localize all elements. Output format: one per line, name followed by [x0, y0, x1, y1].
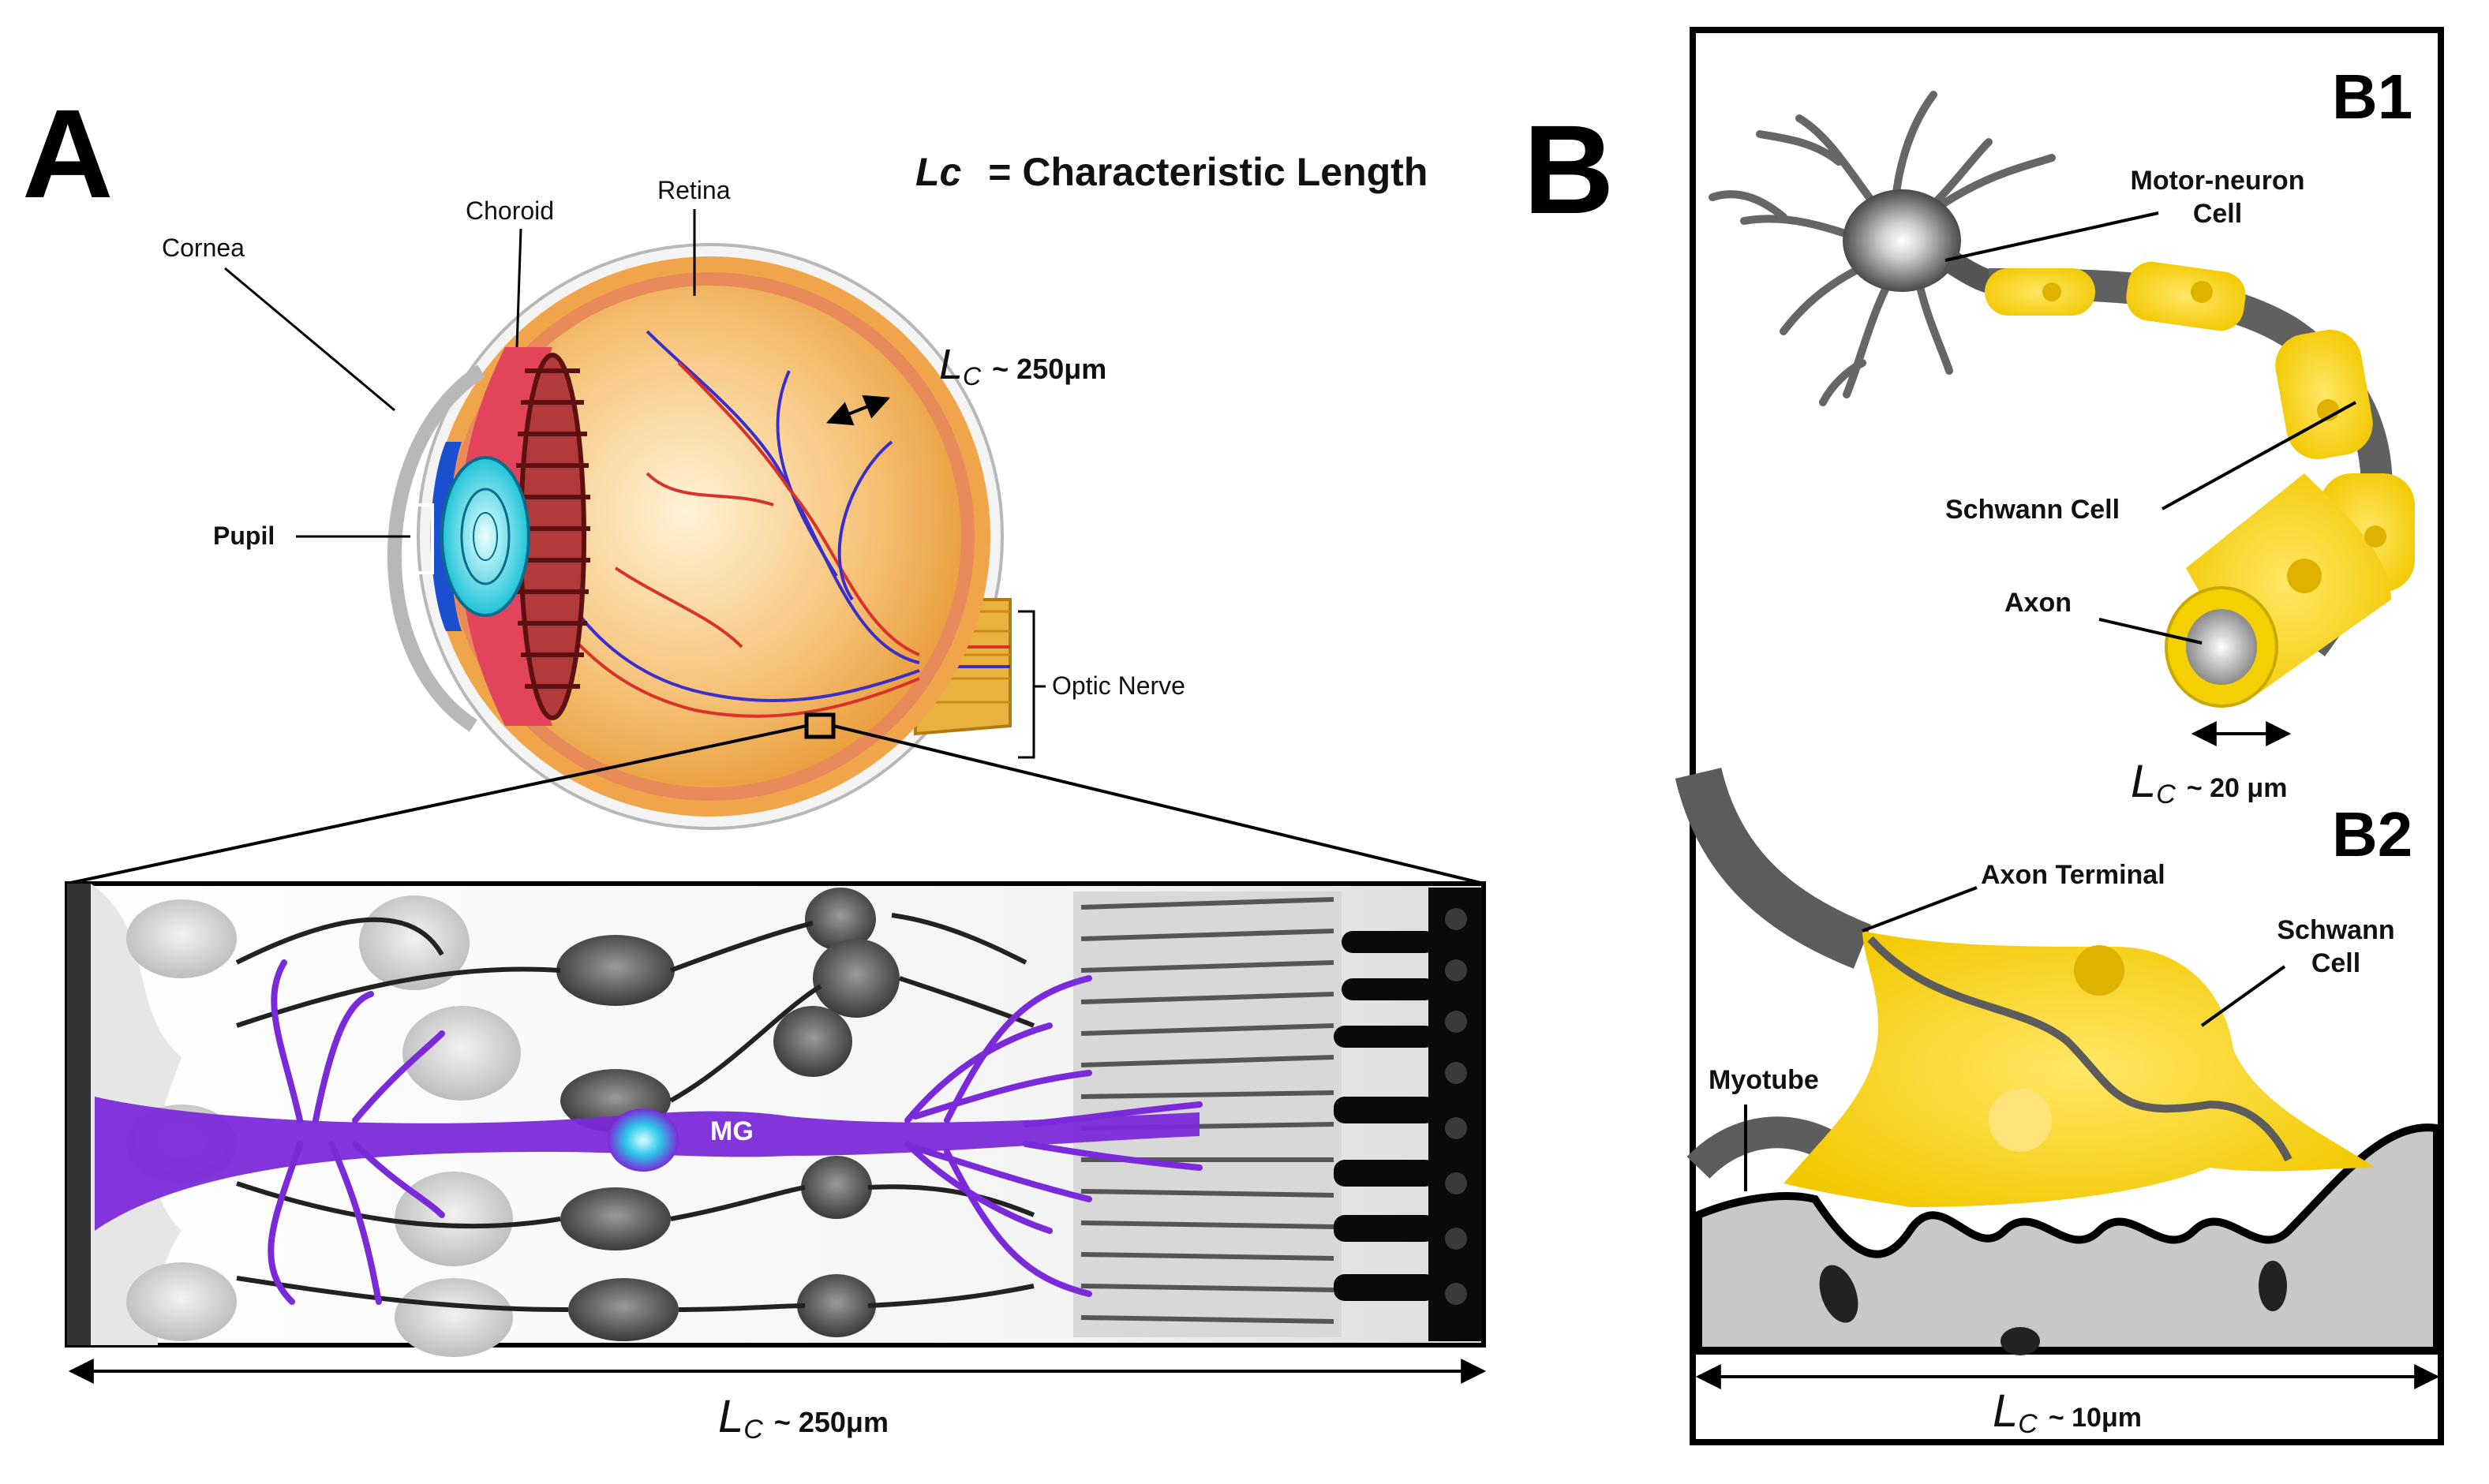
b2-letter: B2: [2332, 799, 2412, 869]
panel-a: A Lc = Characteristic Length: [22, 83, 1487, 1445]
label-schwann-b2-line2: Cell: [2311, 948, 2360, 978]
mitochondria: [1819, 1261, 2287, 1355]
ciliary-folds: [515, 353, 590, 720]
retina-lc: LC~ 250μm: [718, 1391, 889, 1445]
schwann-cell-b2: [1783, 931, 2375, 1207]
rpe-layer: [1334, 888, 1482, 1341]
zoom-line-right: [833, 724, 1484, 885]
panel-a-letter: A: [22, 83, 114, 224]
muller-glia: MG: [95, 959, 1203, 1305]
eye-labels: Cornea Choroid Retina Pupil Optic Nerve …: [162, 176, 1185, 759]
axon-terminal-shape: [1675, 767, 1872, 969]
eye-lc: LC~ 250μm: [939, 341, 1106, 391]
motor-neuron: [1709, 91, 2056, 406]
label-optic-nerve: Optic Nerve: [1052, 671, 1185, 700]
label-motor-neuron-line1: Motor-neuron: [2131, 166, 2305, 196]
panel-b1: B1: [1709, 62, 2415, 809]
label-choroid: Choroid: [466, 196, 554, 225]
label-retina: Retina: [657, 176, 731, 204]
b1-letter: B1: [2332, 62, 2412, 132]
label-motor-neuron-line2: Cell: [2193, 199, 2242, 229]
panel-b2: B2 Axon Terminal Schwann Cell Myotube: [1675, 767, 2441, 1439]
myotube-shape: [1694, 1123, 2441, 1355]
cornea-shape: [387, 364, 485, 732]
label-axon-terminal: Axon Terminal: [1981, 860, 2165, 890]
label-myotube: Myotube: [1709, 1065, 1819, 1095]
retina-cross-section: MG: [65, 881, 1486, 1357]
lc-legend-text: = Characteristic Length: [988, 150, 1428, 194]
label-mg: MG: [710, 1116, 754, 1146]
b2-lc: LC~ 10μm: [1993, 1385, 2142, 1439]
label-cornea: Cornea: [162, 234, 245, 262]
mg-nucleus: [608, 1108, 679, 1172]
lens-shape: [440, 456, 530, 617]
label-pupil: Pupil: [213, 521, 275, 550]
panel-b-letter: B: [1523, 99, 1615, 240]
lc-legend-symbol: Lc: [915, 150, 962, 194]
lc-legend: Lc = Characteristic Length: [915, 150, 1428, 194]
b1-lc: LC~ 20 μm: [2131, 756, 2287, 809]
zoom-line-left: [66, 724, 807, 885]
panel-b: B B1: [1523, 27, 2444, 1445]
label-schwann-b2-line1: Schwann: [2277, 915, 2394, 945]
rpe-nuclei: [1445, 908, 1467, 1305]
eye-illustration: [387, 243, 1012, 830]
myelinated-axon: [1985, 261, 2415, 708]
pupil-box: [409, 503, 434, 574]
label-axon: Axon: [2004, 588, 2072, 618]
retinal-vessels: [551, 330, 920, 718]
label-schwann-b1: Schwann Cell: [1945, 495, 2120, 525]
